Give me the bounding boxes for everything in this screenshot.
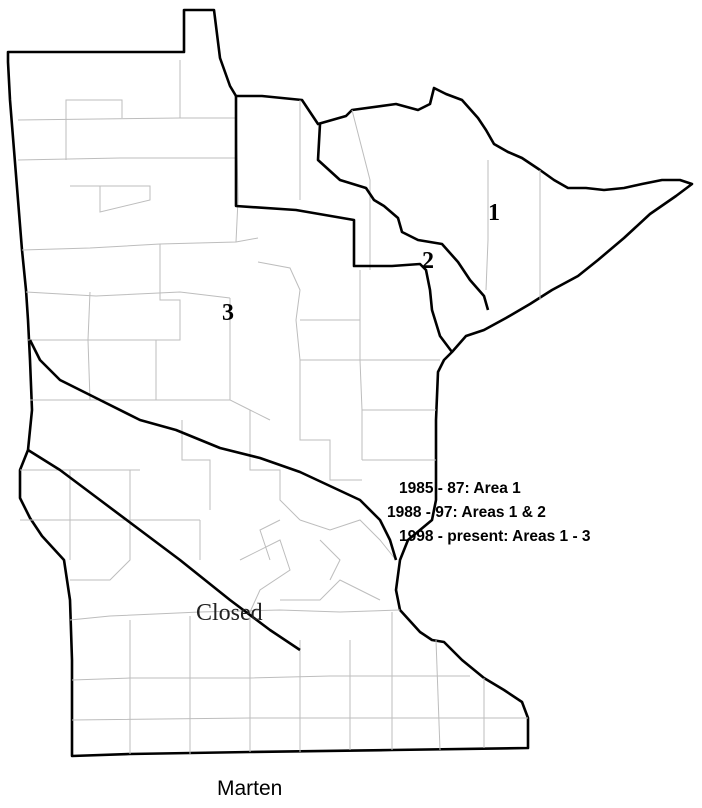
- area-3-label: 3: [222, 300, 234, 326]
- state-outline: [6, 8, 694, 758]
- season-legend: 1985 - 87: Area 1 1988 - 97: Areas 1 & 2…: [385, 477, 591, 549]
- area-2-label: 2: [422, 248, 434, 274]
- closed-area-outline: [27, 448, 301, 652]
- legend-item: 1998 - present: Areas 1 - 3: [399, 528, 591, 545]
- county-boundaries: [17, 60, 541, 754]
- closed-area-label: Closed: [196, 600, 263, 626]
- area-1-2-boundary: [316, 123, 490, 311]
- legend-item: 1985 - 87: Area 1: [399, 480, 521, 497]
- area-2-3-boundary: [234, 96, 454, 353]
- area-1-label: 1: [488, 200, 500, 226]
- zone-boundaries: [27, 96, 490, 652]
- area-3-closed-boundary: [28, 339, 398, 561]
- map-caption: Marten: [217, 777, 283, 800]
- legend-item: 1988 - 97: Areas 1 & 2: [387, 504, 546, 521]
